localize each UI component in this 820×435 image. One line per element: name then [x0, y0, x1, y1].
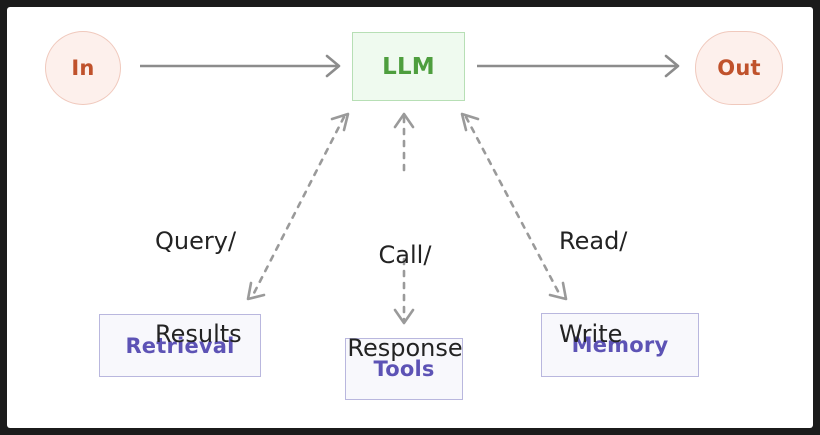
edge-label-query-results: Query/ Results — [155, 165, 242, 411]
edge-llm-memory — [460, 112, 568, 301]
edge-label-read-line2: Write — [559, 319, 623, 348]
node-memory-label: Memory — [571, 333, 669, 357]
node-memory[interactable]: Memory — [541, 313, 699, 377]
edge-llm-tools — [393, 112, 415, 325]
diagram-canvas: In LLM Out Retrieval Tools Memory Query/… — [7, 7, 813, 428]
edge-label-read-write: Read/ Write — [559, 165, 627, 411]
node-in[interactable]: In — [45, 31, 121, 105]
node-tools[interactable]: Tools — [345, 338, 463, 400]
edge-label-call-response: Call/ Response — [345, 179, 465, 425]
edge-llm-to-out — [477, 54, 680, 78]
node-out-label: Out — [717, 56, 761, 80]
edge-in-to-llm — [140, 54, 341, 78]
edge-label-query-line1: Query/ — [155, 227, 237, 256]
edge-label-query-line2: Results — [155, 319, 242, 348]
node-tools-label: Tools — [373, 357, 435, 381]
edge-llm-retrieval — [246, 112, 350, 301]
node-llm[interactable]: LLM — [352, 32, 465, 101]
node-out[interactable]: Out — [695, 31, 783, 105]
edge-label-call-line2: Response — [347, 333, 463, 362]
node-retrieval[interactable]: Retrieval — [99, 314, 261, 377]
node-retrieval-label: Retrieval — [125, 333, 235, 358]
node-llm-label: LLM — [382, 53, 435, 80]
edge-label-read-line1: Read/ — [559, 227, 628, 256]
node-in-label: In — [71, 56, 95, 80]
edge-label-call-line1: Call/ — [378, 241, 432, 270]
connector-layer — [140, 54, 680, 325]
